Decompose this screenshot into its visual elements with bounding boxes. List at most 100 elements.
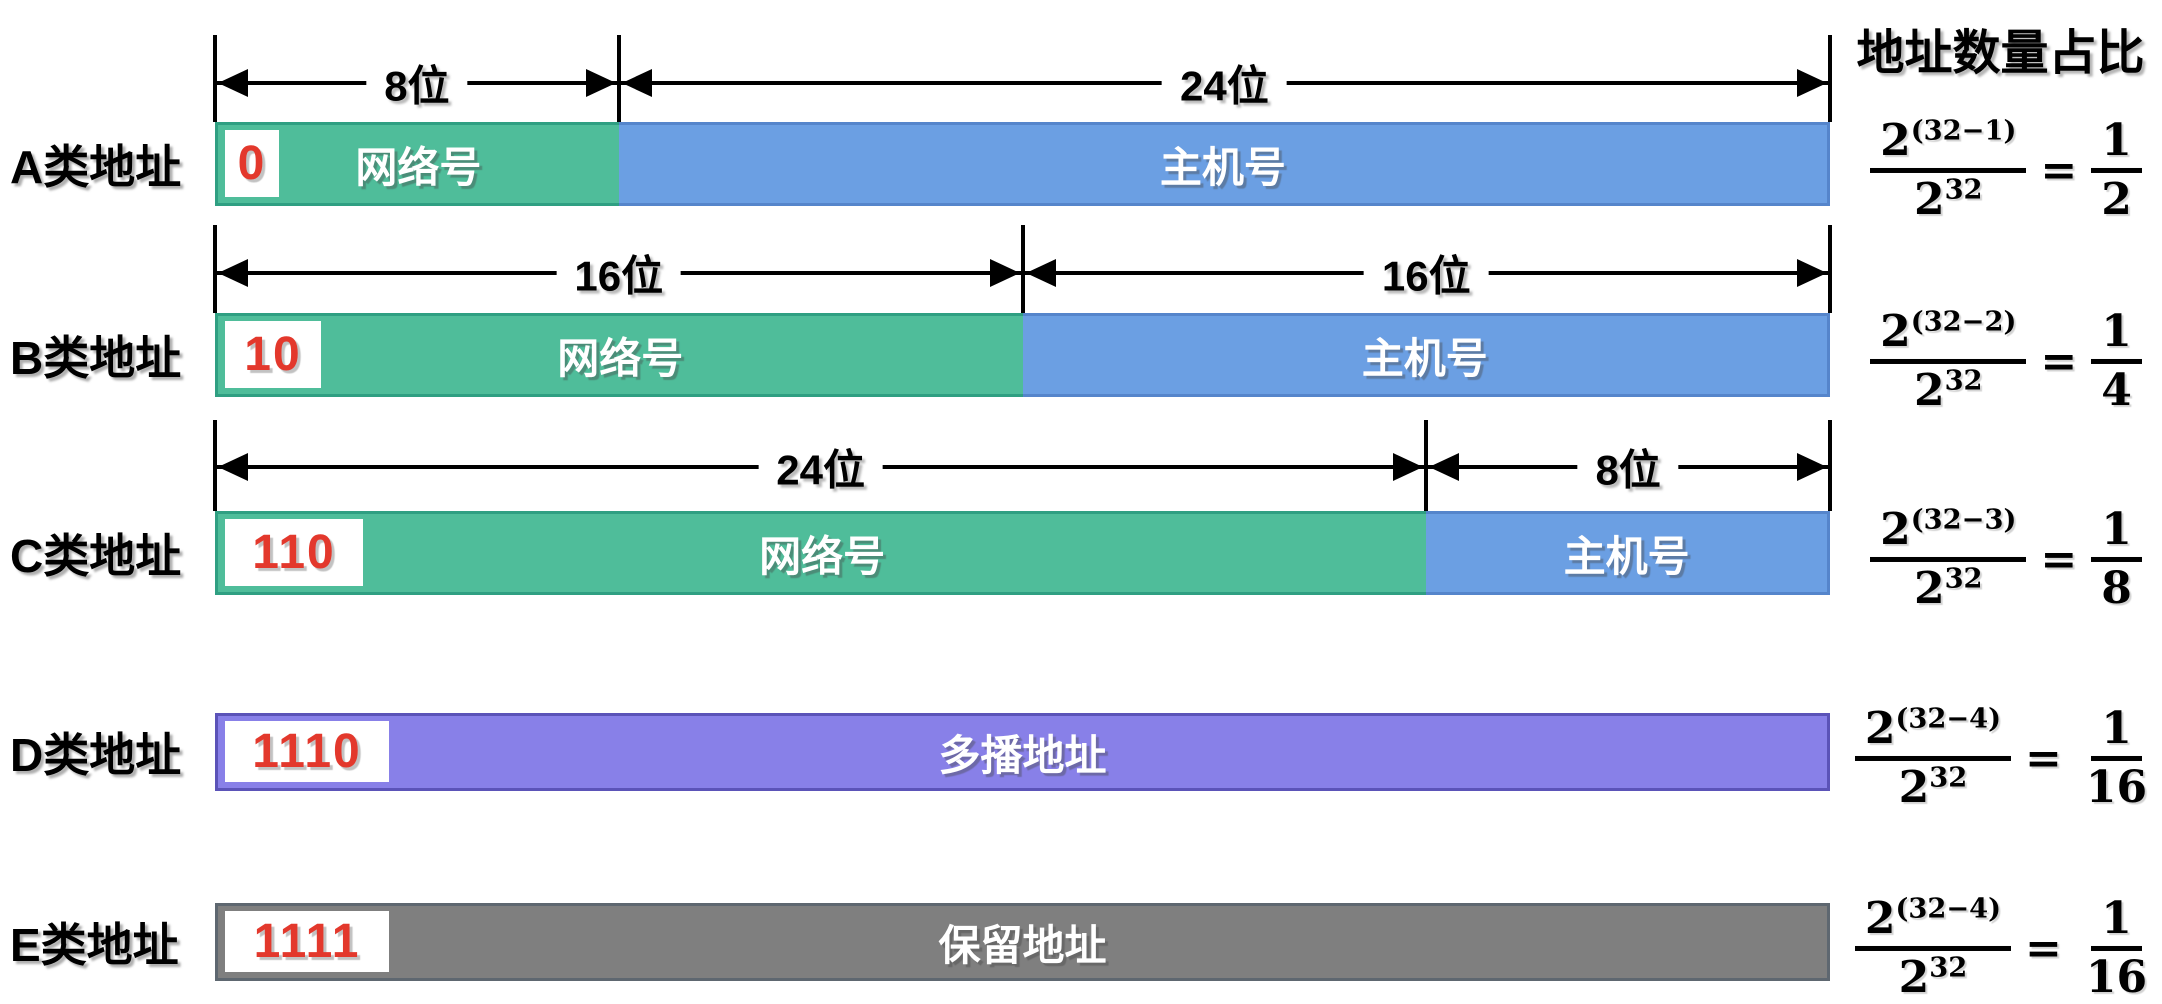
result-denominator: 2	[2101, 173, 2132, 225]
dimension-tick	[1828, 225, 1832, 313]
equals-sign: =	[2040, 335, 2078, 387]
multicast-segment: 多播地址 1110	[215, 713, 1830, 791]
denominator-base: 2	[1913, 562, 1945, 614]
arrowhead-right-icon	[1797, 453, 1827, 481]
segment-label: 多播地址	[938, 731, 1107, 779]
bit-width-label: 24位	[758, 436, 883, 498]
numerator-exponent: (32−3)	[1910, 503, 2017, 536]
prefix-bits-box: 1110	[225, 721, 389, 782]
arrowhead-right-icon	[1797, 69, 1827, 97]
bit-width-label: 8位	[366, 52, 468, 114]
prefix-bits: 1111	[253, 915, 361, 968]
denominator-exponent: 32	[1929, 760, 1968, 793]
segment-label: 主机号	[1159, 143, 1286, 191]
dimension-tick	[1424, 420, 1429, 511]
segment-label: 主机号	[1361, 334, 1488, 382]
denominator-exponent: 32	[1944, 363, 1983, 396]
dimension-tick	[616, 35, 621, 122]
ratio-column-title: 地址数量占比	[1856, 27, 2145, 80]
reserved-segment: 保留地址 1111	[215, 903, 1830, 981]
fraction-numerator: 2(32−3)	[1870, 503, 2027, 562]
segment-label: 网络号	[759, 532, 886, 580]
result-denominator: 16	[2085, 951, 2148, 1003]
numerator-base: 2	[1880, 114, 1911, 166]
bit-width-label: 24位	[1162, 52, 1287, 114]
denominator-base: 2	[1898, 951, 1930, 1003]
denominator-exponent: 32	[1929, 950, 1968, 983]
prefix-bits: 0	[237, 137, 267, 190]
equals-sign: =	[2040, 144, 2078, 196]
power-fraction: 2(32−1)232	[1870, 114, 2027, 225]
arrowhead-right-icon	[585, 69, 616, 97]
row-label-b: B类地址	[10, 332, 182, 384]
row-label-c: C类地址	[10, 530, 182, 582]
result-denominator: 16	[2085, 761, 2148, 813]
prefix-bits: 1110	[252, 725, 362, 778]
result-denominator: 8	[2101, 562, 2132, 614]
dimension-tick	[1020, 225, 1025, 313]
result-numerator: 1	[2091, 705, 2142, 761]
power-fraction: 2(32−2)232	[1870, 305, 2027, 415]
dimension-tick	[213, 420, 217, 511]
host-segment: 主机号	[1022, 313, 1830, 397]
network-segment: 网络号 110	[215, 511, 1427, 595]
arrowhead-left-icon	[218, 453, 248, 481]
row-label-a: A类地址	[10, 141, 182, 193]
bit-width-label: 16位	[1363, 242, 1489, 304]
numerator-exponent: (32−2)	[1910, 305, 2017, 338]
numerator-base: 2	[1864, 892, 1896, 944]
prefix-bits-box: 1111	[225, 911, 389, 972]
denominator-exponent: 32	[1944, 172, 1983, 205]
numerator-exponent: (32−4)	[1895, 892, 2002, 925]
denominator-base: 2	[1898, 761, 1930, 813]
equals-sign: =	[2025, 922, 2062, 974]
result-numerator: 1	[2091, 117, 2142, 173]
equals-sign: =	[2040, 533, 2078, 585]
fraction-numerator: 2(32−2)	[1870, 305, 2027, 364]
row-label-d: D类地址	[10, 729, 182, 781]
fraction-denominator: 232	[1904, 562, 1993, 613]
dimension-tick	[213, 225, 217, 313]
result-denominator: 4	[2101, 364, 2132, 416]
row-label-e: E类地址	[10, 919, 179, 971]
prefix-bits-box: 0	[225, 130, 279, 197]
arrowhead-left-icon	[621, 69, 652, 97]
power-fraction: 2(32−4)232	[1854, 892, 2012, 1002]
dimension-tick	[1828, 35, 1832, 122]
fraction-numerator: 2(32−1)	[1870, 114, 2027, 173]
fraction-denominator: 232	[1904, 364, 1993, 415]
network-segment: 网络号 10	[215, 313, 1023, 397]
network-segment: 网络号 0	[215, 122, 619, 206]
numerator-base: 2	[1864, 702, 1896, 754]
segment-label: 主机号	[1563, 532, 1690, 580]
segment-label: 保留地址	[938, 921, 1107, 969]
prefix-bits-box: 110	[225, 519, 363, 586]
denominator-base: 2	[1913, 364, 1945, 416]
address-bar-b: 网络号 10 主机号	[215, 313, 1830, 397]
address-bar-e: 保留地址 1111	[215, 903, 1830, 981]
result-numerator: 1	[2091, 506, 2142, 562]
arrowhead-right-icon	[1797, 259, 1827, 287]
host-segment: 主机号	[618, 122, 1830, 206]
segment-label: 网络号	[355, 143, 482, 191]
arrowhead-right-icon	[989, 259, 1020, 287]
fraction-denominator: 232	[1889, 951, 1978, 1002]
result-numerator: 1	[2091, 308, 2142, 364]
dimension-tick	[1828, 420, 1832, 511]
power-fraction: 2(32−4)232	[1854, 702, 2012, 813]
segment-label: 网络号	[557, 334, 684, 382]
address-bar-d: 多播地址 1110	[215, 713, 1830, 791]
arrowhead-left-icon	[218, 259, 248, 287]
denominator-base: 2	[1913, 173, 1945, 225]
prefix-bits: 10	[244, 328, 302, 381]
